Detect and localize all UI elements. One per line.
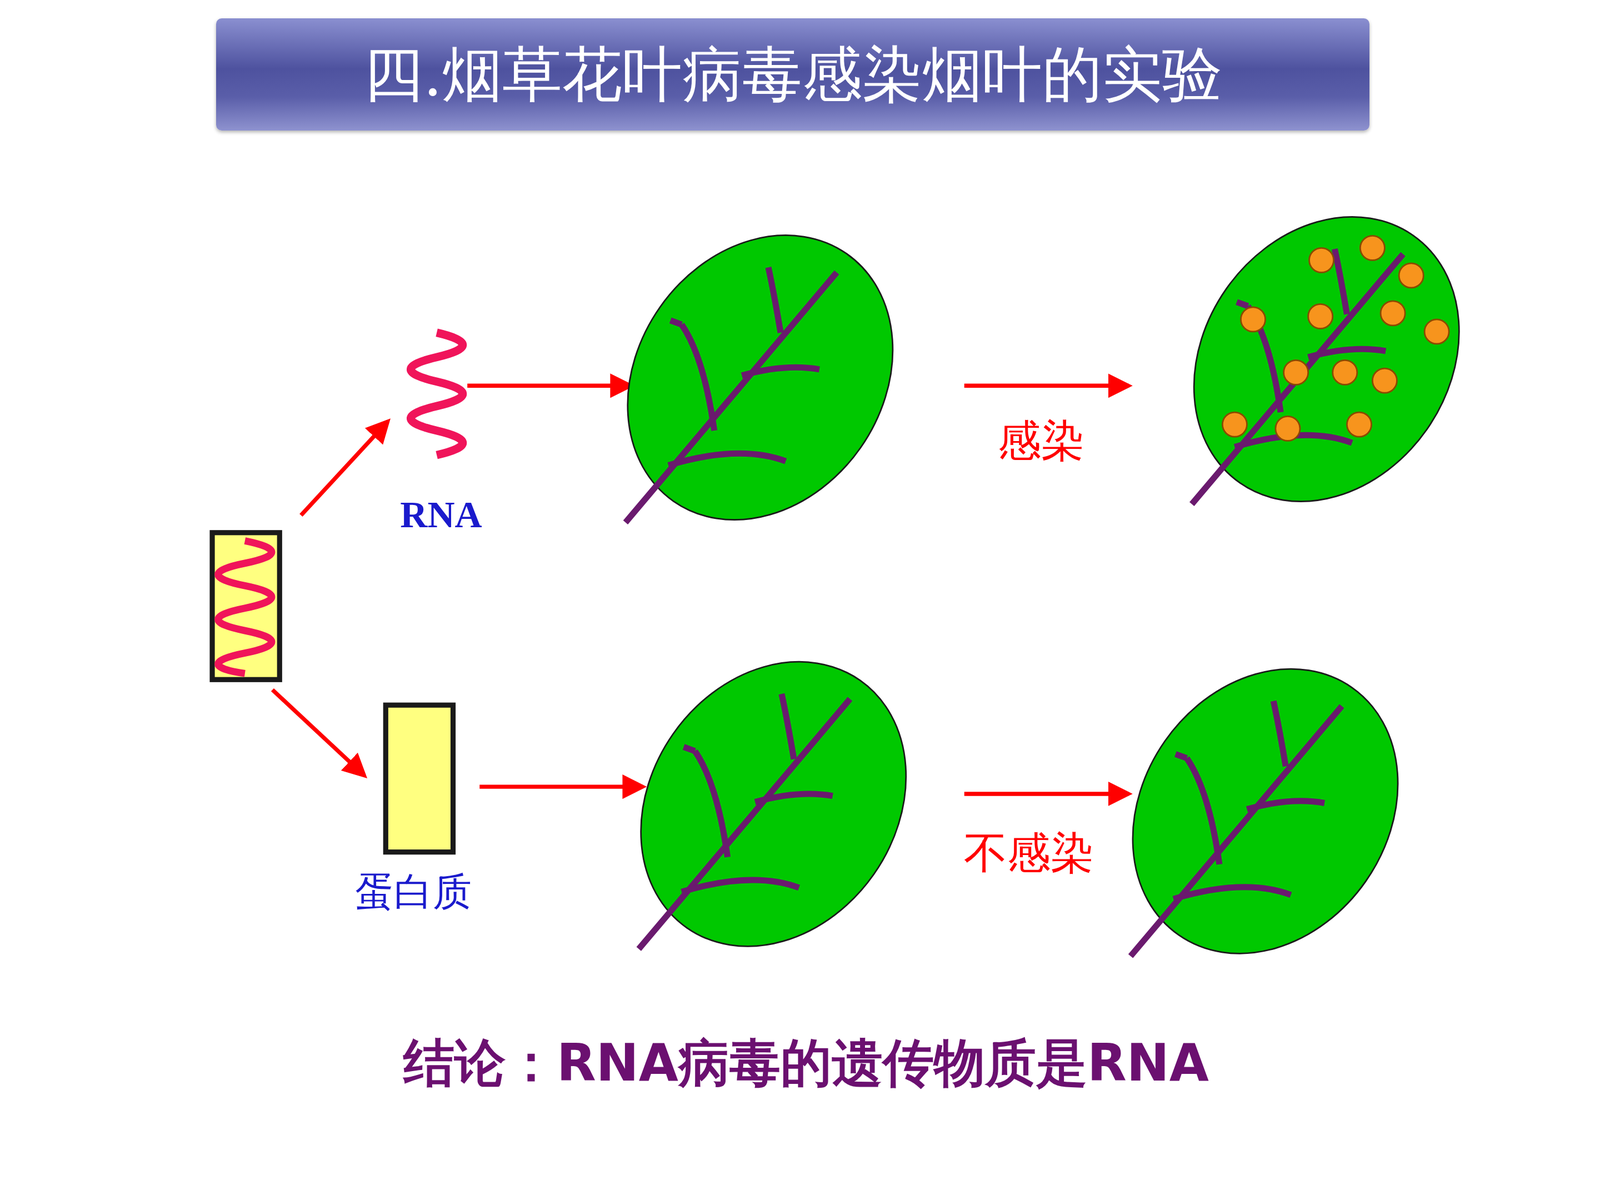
conclusion-caption: 结论：RNA病毒的遗传物质是RNA <box>403 1033 1209 1093</box>
not-infected-label: 不感染 <box>963 828 1094 879</box>
protein-label: 蛋白质 <box>355 870 472 915</box>
infected-label: 感染 <box>997 416 1085 467</box>
title-text: 四.烟草花叶病毒感染烟叶的实验 <box>363 40 1223 109</box>
rna-label: RNA <box>400 492 482 537</box>
